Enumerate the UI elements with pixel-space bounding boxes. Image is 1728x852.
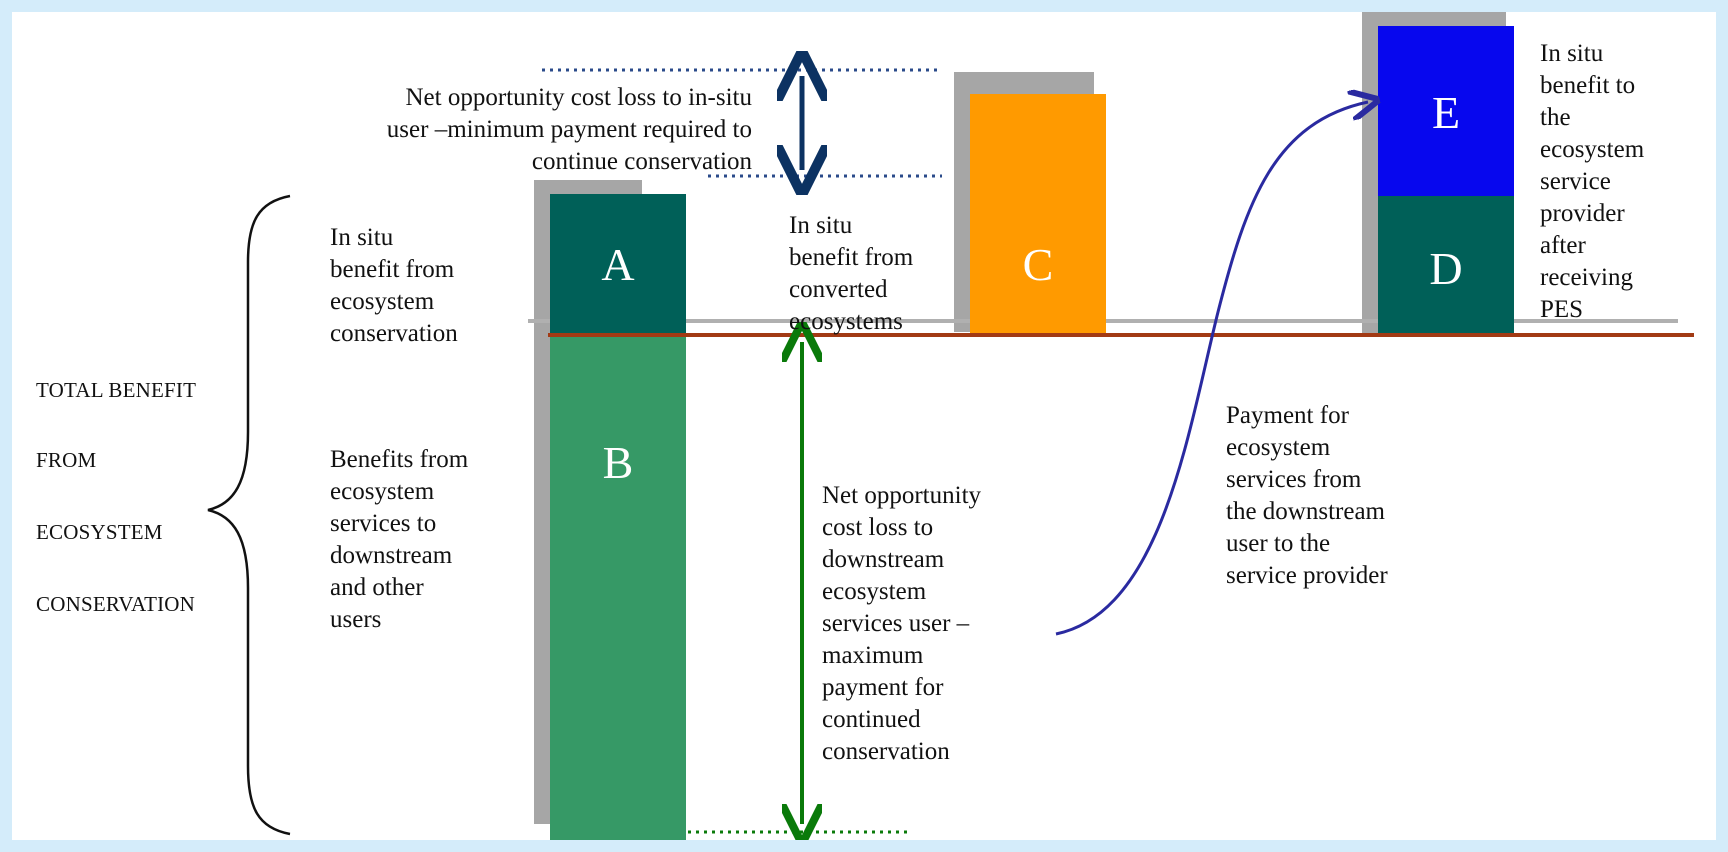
- total-benefit-line-2: FROM: [36, 448, 97, 472]
- bar-e-label: E: [1431, 87, 1461, 138]
- bar-e: E: [1378, 26, 1514, 196]
- bar-a: A: [550, 194, 686, 334]
- diagram-lines: [207, 12, 1694, 840]
- bar-d-label: D: [1429, 243, 1463, 294]
- net-opportunity-insitu-text: Net opportunity cost loss to in-situ use…: [386, 84, 752, 175]
- payment-curve-arrow: [1055, 102, 1368, 636]
- diagram-canvas: A B C E D: [12, 12, 1716, 840]
- payment-text: Payment for ecosystem services from the …: [1226, 402, 1388, 589]
- insitu-converted-text: In situ benefit from converted ecosystem…: [789, 212, 914, 335]
- insitu-after-pes-text: In situ benefit to the ecosystem service…: [1540, 40, 1645, 323]
- bar-c: C: [970, 94, 1106, 334]
- insitu-conservation-text: In situ benefit from ecosystem conservat…: [330, 224, 458, 347]
- downstream-benefits-text: Benefits from ecosystem services to down…: [330, 446, 469, 633]
- total-benefit-line-1: TOTAL BENEFIT: [36, 378, 197, 402]
- bar-c-label: C: [1022, 239, 1054, 290]
- total-benefit-line-4: CONSERVATION: [36, 592, 196, 616]
- bar-b: B: [550, 334, 686, 840]
- bar-d: D: [1378, 196, 1514, 334]
- curly-brace: [207, 194, 291, 836]
- bar-a-label: A: [601, 239, 635, 290]
- net-opportunity-downstream-text: Net opportunity cost loss to downstream …: [822, 482, 982, 765]
- total-benefit-line-3: ECOSYSTEM: [36, 520, 163, 544]
- bar-b-label: B: [602, 437, 634, 488]
